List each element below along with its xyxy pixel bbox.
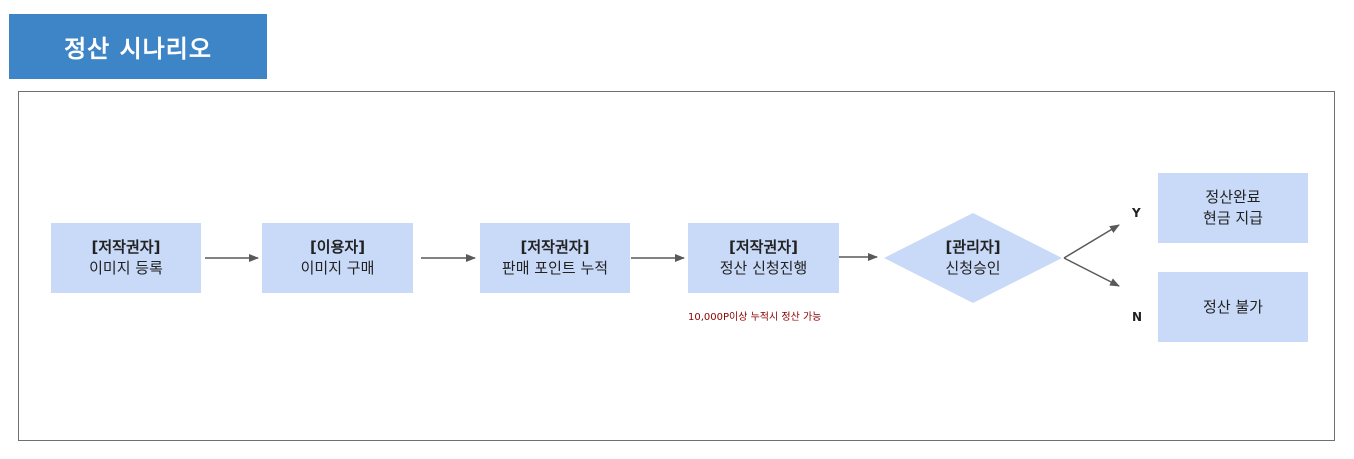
step-box-register: [저작권자] 이미지 등록 (51, 223, 201, 293)
branch-label-yes: Y (1132, 206, 1141, 220)
step-action: 이미지 등록 (89, 259, 163, 277)
step-role: [저작권자] (520, 238, 590, 256)
diagram-frame (18, 91, 1335, 441)
result-line: 정산 불가 (1203, 297, 1263, 316)
result-box-rejected: 정산 불가 (1158, 272, 1308, 342)
step-box-accumulate: [저작권자] 판매 포인트 누적 (480, 223, 630, 293)
page-title: 정산 시나리오 (9, 14, 267, 79)
step-action: 이미지 구매 (300, 259, 375, 277)
threshold-note: 10,000P이상 누적시 정산 가능 (688, 312, 822, 323)
decision-action: 신청승인 (945, 259, 1001, 277)
step-role: [저작권자] (91, 238, 161, 256)
diamond-shape (884, 213, 1062, 303)
step-box-purchase: [이용자] 이미지 구매 (262, 223, 413, 293)
result-line: 현금 지급 (1203, 209, 1263, 227)
branch-label-no: N (1132, 310, 1143, 324)
step-action: 정산 신청진행 (719, 259, 808, 277)
arrow-decision-to-no (1063, 257, 1120, 287)
decision-diamond: [관리자] 신청승인 (883, 212, 1063, 304)
decision-role: [관리자] (945, 238, 1001, 256)
result-line: 정산완료 (1205, 188, 1261, 206)
step-box-request: [저작권자] 정산 신청진행 (688, 223, 839, 293)
result-box-complete: 정산완료 현금 지급 (1158, 173, 1308, 243)
step-role: [저작권자] (729, 238, 798, 256)
step-action: 판매 포인트 누적 (501, 259, 609, 277)
arrow-decision-to-yes (1063, 224, 1120, 259)
step-role: [이용자] (309, 238, 366, 256)
